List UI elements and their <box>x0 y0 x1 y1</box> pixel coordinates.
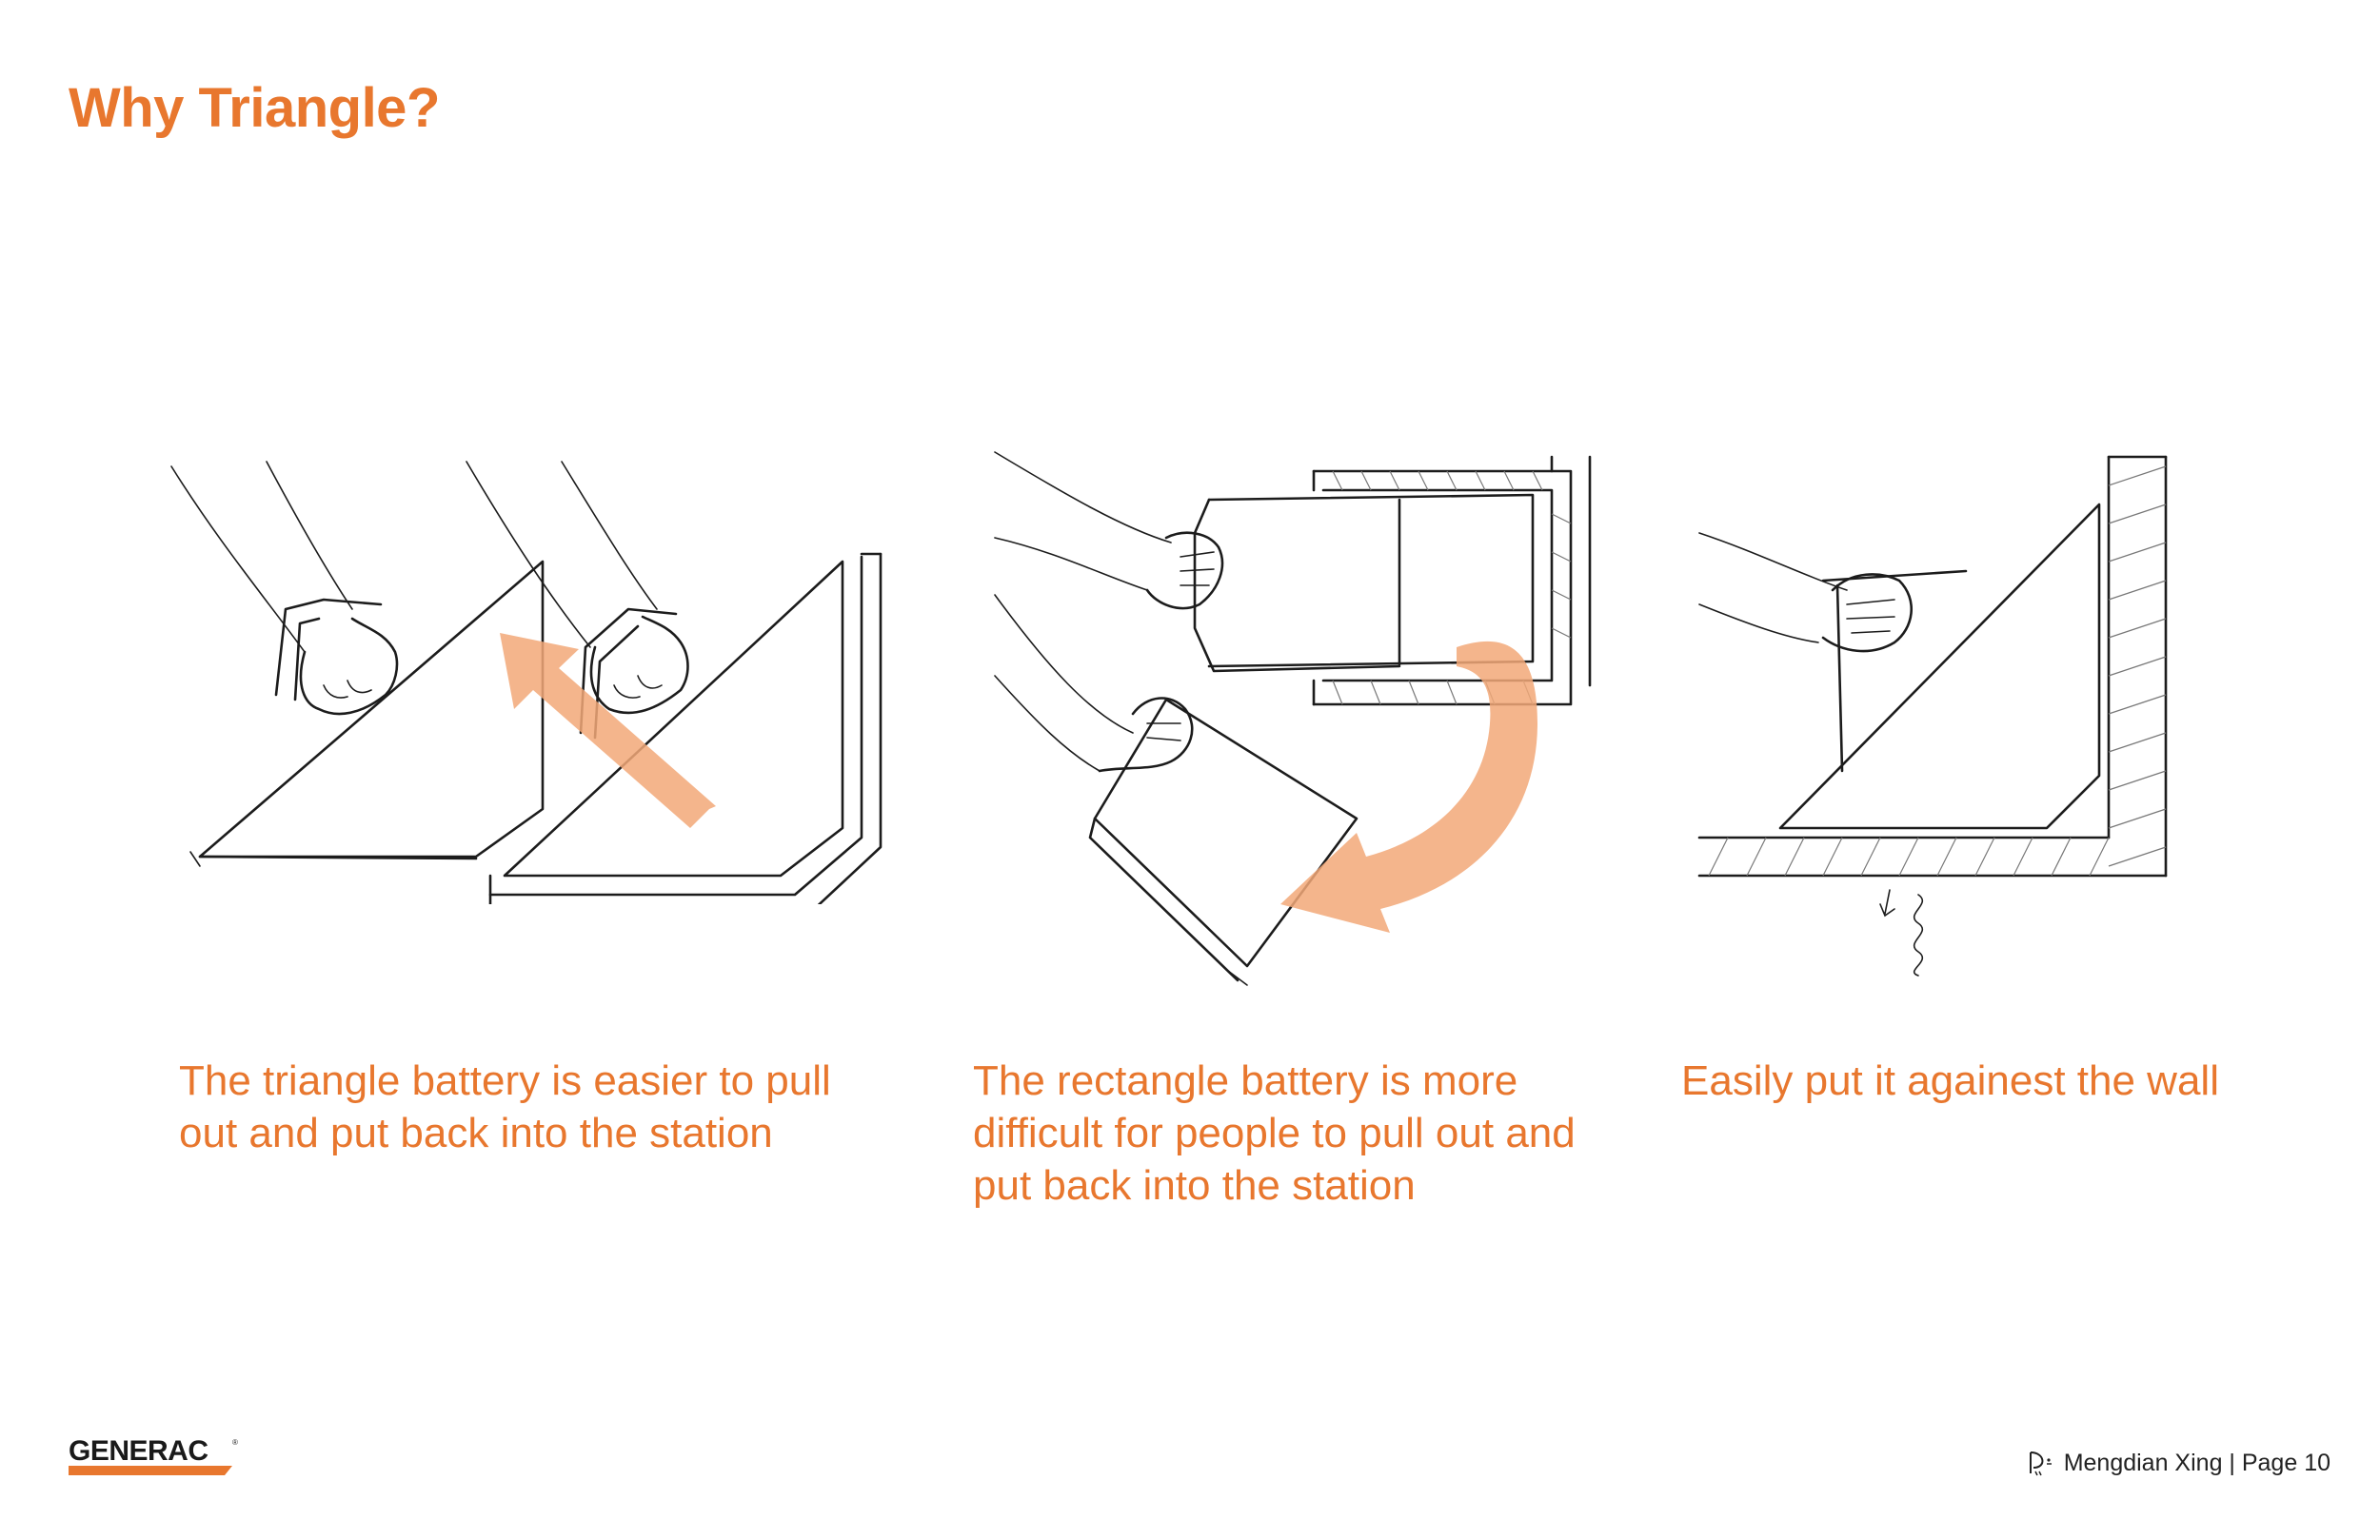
author-logo-icon <box>2026 1449 2054 1477</box>
svg-text:GENERAC: GENERAC <box>69 1435 208 1467</box>
wall-placement-sketch <box>1690 447 2185 980</box>
svg-text:®: ® <box>232 1438 238 1447</box>
slide-title: Why Triangle? <box>69 76 440 140</box>
generac-logo: GENERAC ® <box>69 1435 249 1484</box>
wall-placement-caption: Easily put it againest the wall <box>1681 1055 2329 1107</box>
rectangle-battery-caption: The rectangle battery is more difficult … <box>973 1055 1639 1212</box>
triangle-battery-sketch <box>162 447 904 904</box>
author-page-label: Mengdian Xing | Page 10 <box>2064 1450 2330 1477</box>
triangle-battery-caption: The triangle battery is easier to pull o… <box>179 1055 883 1159</box>
rectangle-battery-sketch <box>981 438 1599 990</box>
footer: Mengdian Xing | Page 10 <box>2026 1449 2330 1477</box>
